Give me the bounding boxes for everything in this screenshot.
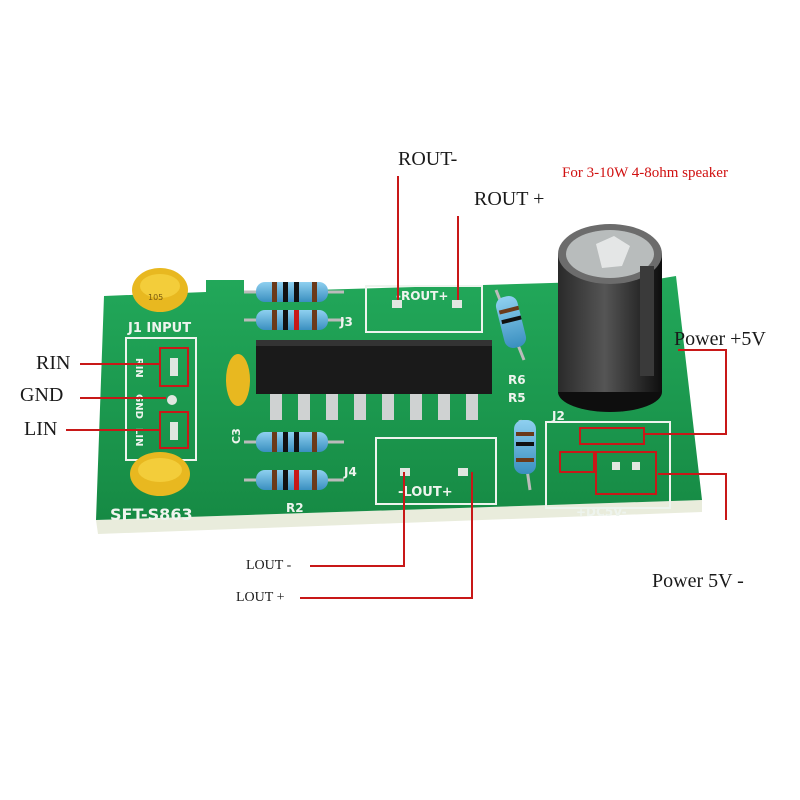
callout-lin: LIN [24,418,58,440]
silk-lin: LIN [133,428,144,446]
silk-j2: J2 [551,409,565,423]
lin-pad [170,422,178,440]
silk-c3: C3 [230,428,243,444]
silk-r2: R2 [286,501,304,515]
callout-rin: RIN [36,352,71,374]
rout-terminal-outline [365,285,483,333]
pcb-board [96,276,702,520]
leader-lines [66,176,727,599]
silk-lout: -LOUT+ [398,485,453,500]
rin-pad [170,358,178,376]
resistor-r5 [514,419,536,491]
silk-rin: RIN [133,358,144,378]
silk-j4: J4 [343,465,357,479]
gnd-pad [167,395,177,405]
silk-gnd: GND [133,394,144,419]
callout-power-plus: Power +5V [674,328,766,350]
silk-j1-input: J1 INPUT [127,321,191,336]
callout-power-minus: Power 5V - [652,570,744,592]
silk-dc5v: +DC5V- [576,505,627,519]
callout-lout-plus: LOUT + [236,590,285,605]
resistor-r1 [244,282,344,302]
capacitor-c3 [226,354,250,406]
rin-pad-box [159,347,189,387]
speaker-note: For 3-10W 4-8ohm speaker [562,165,728,181]
resistor-r3 [244,310,344,330]
electrolytic-capacitor [558,224,662,412]
lout-terminal-outline [375,437,497,505]
callout-gnd: GND [20,384,64,406]
silk-j3: J3 [339,315,353,329]
resistor-r4 [244,432,344,452]
ic-chip [256,340,492,420]
resistor-r2 [244,470,344,490]
callout-rout-minus: ROUT- [398,148,458,170]
silk-model: SFT-S863 [110,505,193,524]
silk-r5: R5 [508,391,526,405]
dc5v-terminal-outline [545,421,671,509]
callout-rout-plus: ROUT + [474,188,545,210]
callout-lout-minus: LOUT - [246,558,292,573]
silk-cap-code: 105 [148,293,163,302]
silk-rout: -ROUT+ [396,289,448,303]
silk-r6: R6 [508,373,526,387]
resistor-r6 [494,289,527,361]
